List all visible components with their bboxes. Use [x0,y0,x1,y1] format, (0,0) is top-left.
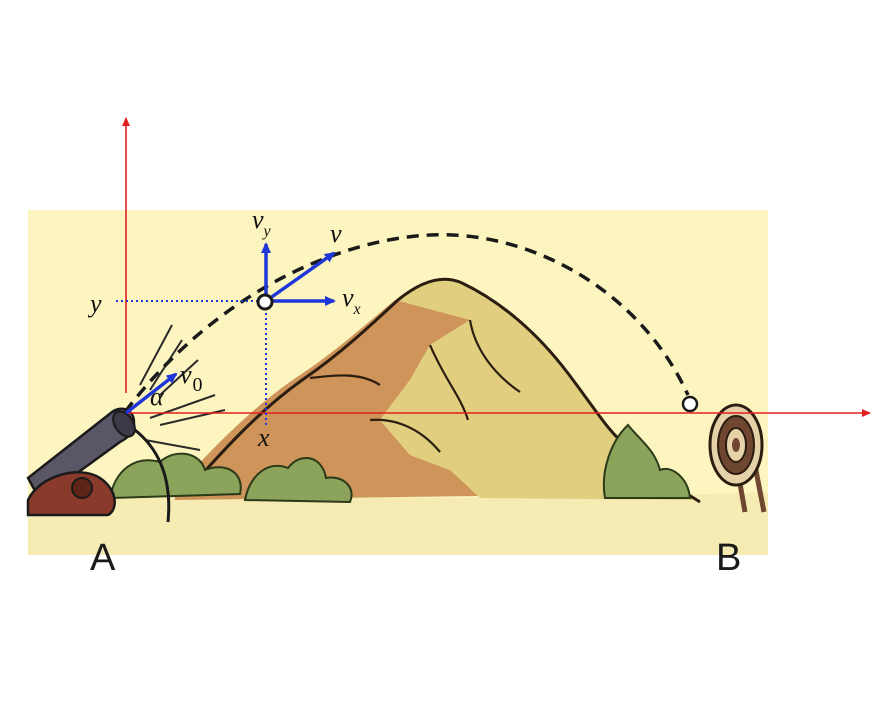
label-vx: vx [342,283,361,318]
bush-right [602,423,692,499]
hill-ridge-line [309,319,521,453]
label-vy-base: v [252,205,264,234]
label-point-a: A [90,537,116,579]
cannon-muzzle [112,410,136,438]
trajectory-path [123,232,690,414]
label-v0-base: v [180,360,192,389]
bush-left [108,452,242,500]
hill-shadow [175,280,480,500]
initial-velocity-vector [124,372,178,415]
label-vx-sub: x [353,301,361,318]
ground [28,492,768,555]
cannon [26,407,171,523]
label-v0-sub: 0 [193,374,203,396]
label-v: v [330,219,342,248]
label-vx-base: v [342,283,354,312]
label-alpha: α [150,382,165,411]
label-y: y [87,289,102,318]
label-vy: vy [252,205,272,240]
projectile-current [256,293,274,311]
velocity-vector [264,251,336,303]
bush-middle [243,457,353,504]
label-point-b: B [716,537,741,579]
cannon-wheel [71,477,93,499]
projectile-landing [681,395,699,413]
label-v0: v0 [180,360,203,396]
label-x: x [257,423,270,452]
cannon-carriage [26,471,116,517]
label-vy-sub: y [262,223,272,240]
cannon-cable [134,428,171,523]
target [708,403,767,513]
